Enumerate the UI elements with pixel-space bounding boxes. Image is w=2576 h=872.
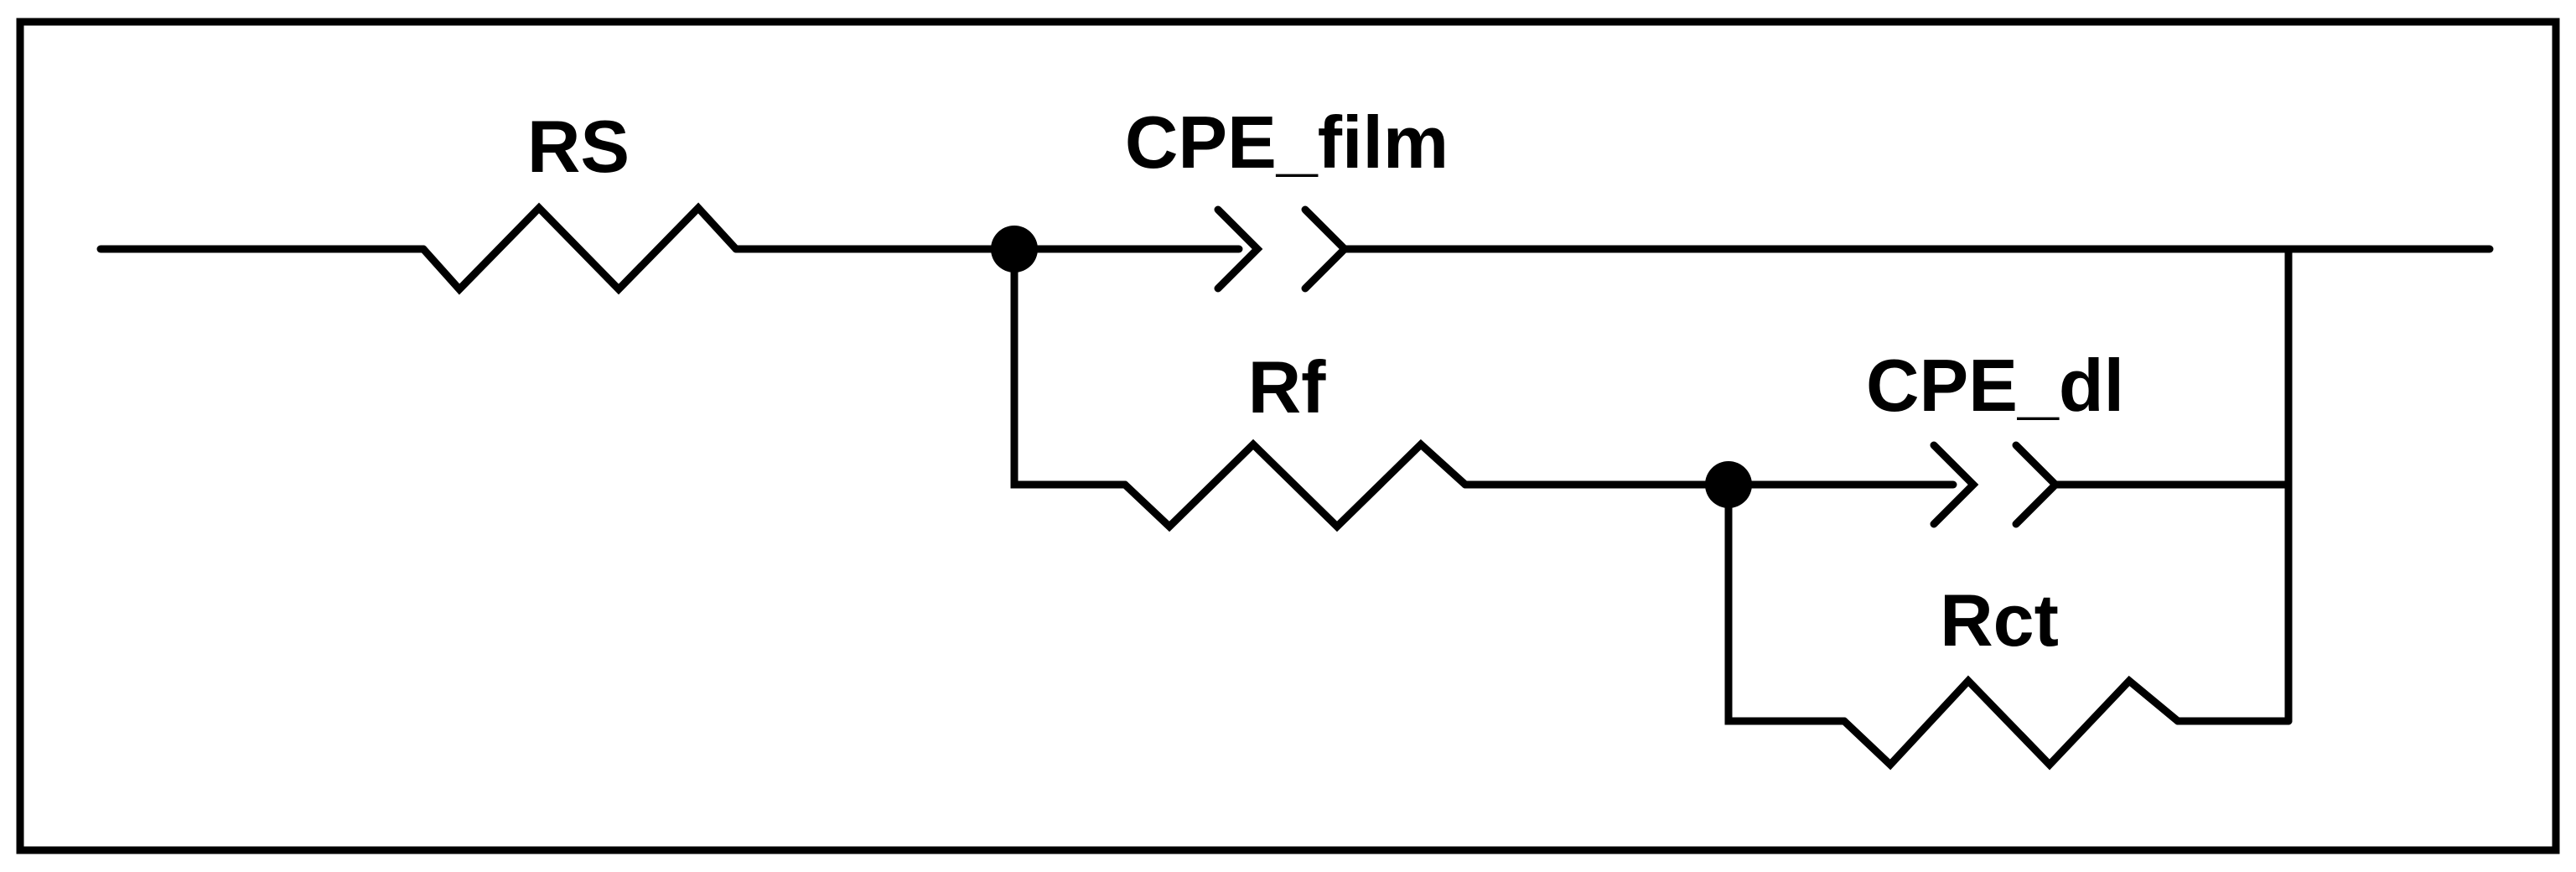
- label-cpe-film: CPE_film: [1125, 101, 1449, 184]
- resistor-rf: [1121, 439, 1469, 532]
- resistor-rct: [1840, 675, 2182, 771]
- label-cpe-dl: CPE_dl: [1866, 344, 2124, 427]
- wire-node2-down: [1724, 480, 1848, 725]
- label-rs: RS: [527, 105, 630, 188]
- diagram-frame: [16, 18, 2560, 854]
- label-rct: Rct: [1940, 579, 2059, 662]
- wire-node1-down: [1010, 245, 1129, 489]
- label-rf: Rf: [1248, 345, 1327, 428]
- resistor-rs: [419, 202, 740, 295]
